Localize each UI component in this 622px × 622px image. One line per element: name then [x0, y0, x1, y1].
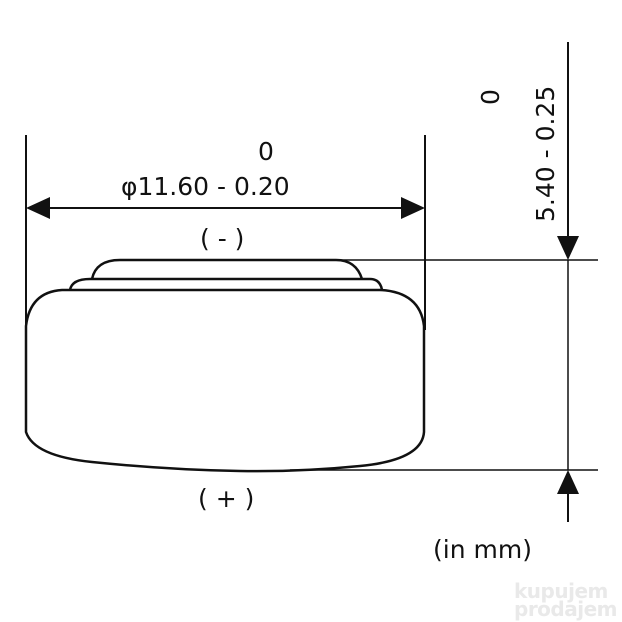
left-arrowhead-icon [26, 197, 50, 219]
positive-terminal-label: ( + ) [198, 484, 255, 513]
watermark: kupujem prodajem [514, 579, 618, 621]
battery-body-outline [24, 288, 426, 473]
up-arrowhead-icon [557, 470, 579, 494]
right-arrowhead-icon [401, 197, 425, 219]
shoulder-outline [68, 277, 384, 291]
negative-cap-outline [90, 258, 364, 280]
watermark-line-1: kupujem [514, 579, 608, 603]
units-label: (in mm) [433, 535, 532, 564]
height-label: 5.40 - 0.25 [531, 85, 560, 222]
height-upper-tolerance: 0 [476, 89, 505, 105]
height-upper-tolerance-wrap: 0 [476, 89, 505, 105]
diameter-upper-tolerance: 0 [258, 137, 274, 166]
watermark-line-2: prodajem [514, 597, 618, 621]
diameter-label: φ11.60 - 0.20 [121, 172, 290, 201]
negative-terminal-label: ( - ) [200, 224, 245, 253]
height-label-wrap: 5.40 - 0.25 [531, 85, 560, 222]
down-arrowhead-icon [557, 236, 579, 260]
